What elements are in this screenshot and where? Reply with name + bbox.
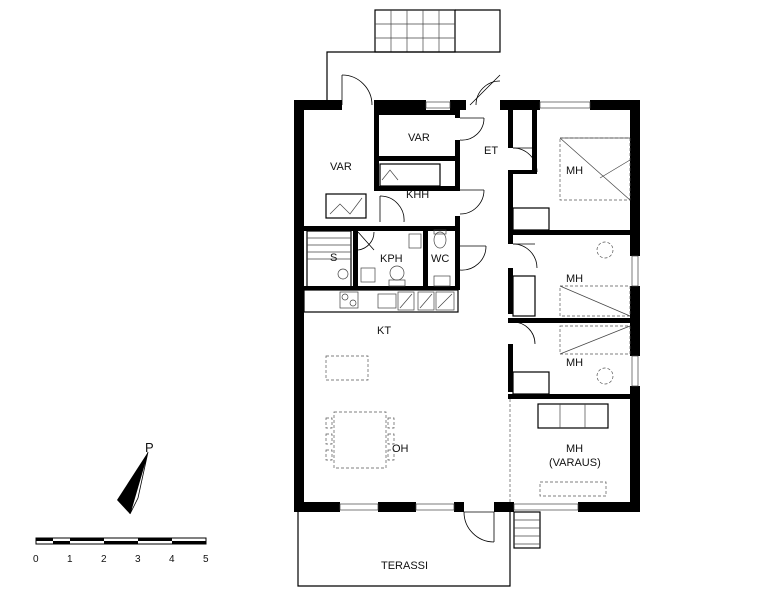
fixtures [303,137,631,549]
terrace [297,512,511,587]
scale-tick-1: 1 [67,554,73,565]
room-label-s: S [330,252,337,264]
room-label-varaus: (VARAUS) [549,457,601,469]
room-label-wc: WC [431,253,449,265]
room-label-oh: OH [392,443,409,455]
interior-walls [304,110,640,399]
room-label-var-left: VAR [330,161,352,173]
doors [341,74,538,543]
room-label-kph: KPH [380,253,403,265]
north-arrow-label: P [145,440,154,455]
scale-tick-2: 2 [101,554,107,565]
room-label-var-top: VAR [408,132,430,144]
scale-tick-5: 5 [203,554,209,565]
room-label-et: ET [484,145,498,157]
scale-tick-4: 4 [169,554,175,565]
room-label-mh-2: MH [566,273,583,285]
scale-tick-3: 3 [135,554,141,565]
scale-bar: 0 1 2 3 4 5 [33,537,209,565]
room-label-mh-1: MH [566,165,583,177]
room-label-mh-4: MH [566,443,583,455]
room-label-terassi: TERASSI [381,560,428,572]
room-label-kt: KT [377,325,391,337]
room-label-khh: KHH [406,189,429,201]
windows [339,101,639,511]
scale-tick-0: 0 [33,554,39,565]
room-labels: VAR VAR ET KHH MH S KPH WC MH KT MH OH M… [330,132,601,572]
room-label-mh-3: MH [566,357,583,369]
north-arrow: P [117,440,154,515]
entry-stairs [326,9,501,102]
